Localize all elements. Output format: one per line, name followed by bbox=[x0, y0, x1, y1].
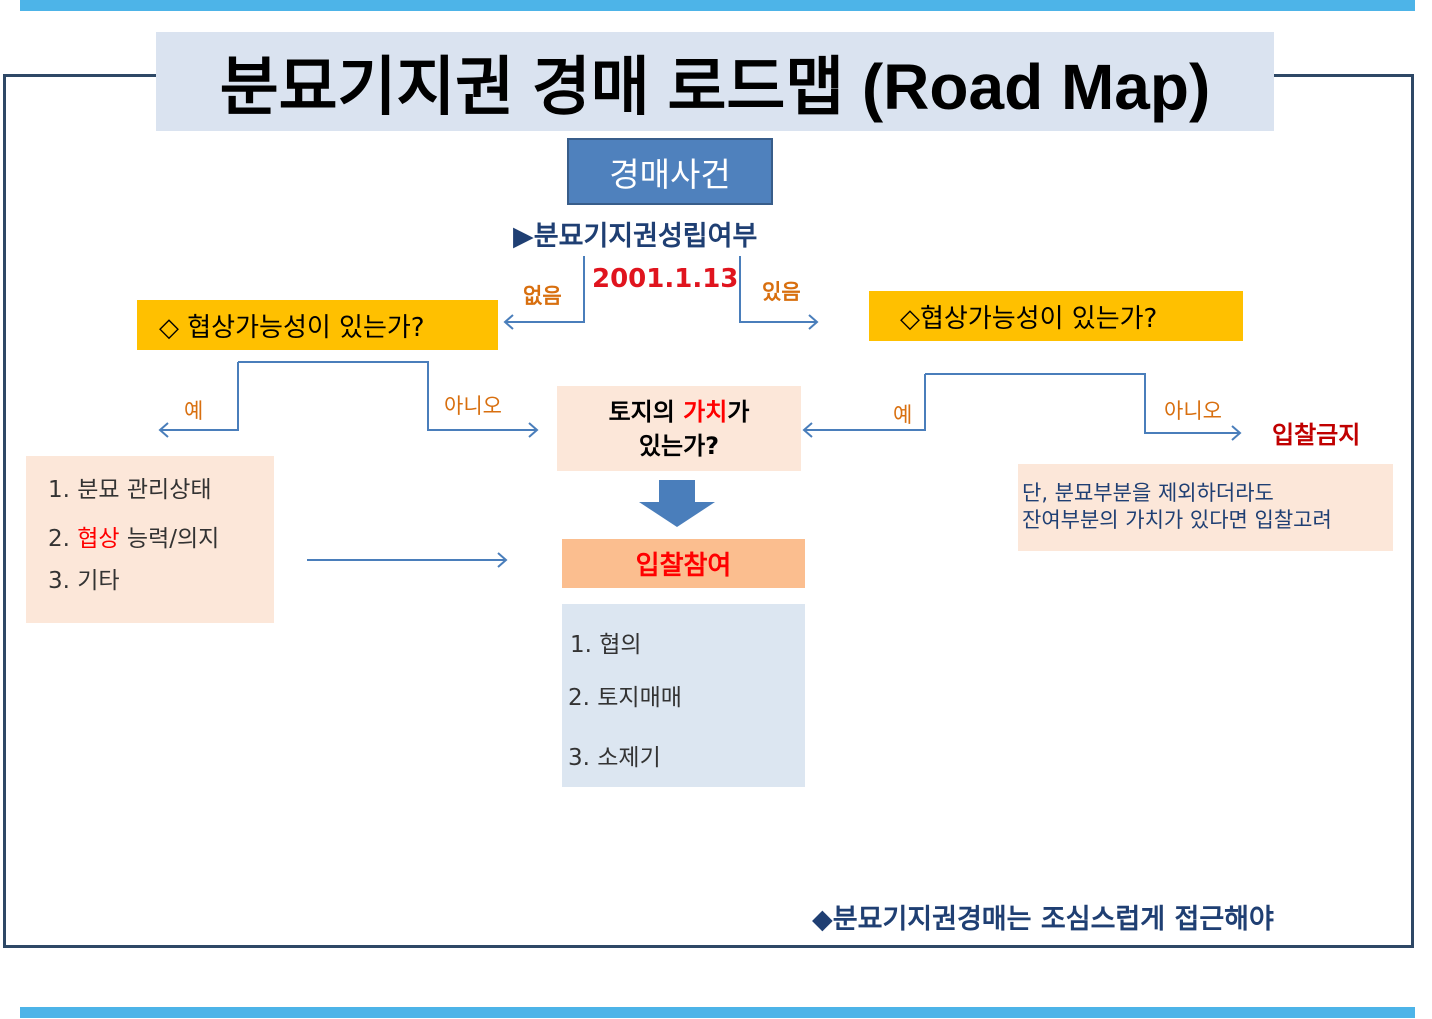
right-negotiation-text: ◇협상가능성이 있는가? bbox=[900, 303, 1158, 334]
cutoff-date: 2001.1.13 bbox=[592, 264, 739, 294]
connector-exists bbox=[739, 256, 817, 323]
right-negotiation-question: ◇협상가능성이 있는가? bbox=[869, 291, 1243, 341]
arrowhead-left-yes bbox=[158, 422, 169, 438]
list-item: 3. 소제기 bbox=[568, 745, 661, 771]
footer-caution: ◆분묘기지권경매는 조심스럽게 접근해야 bbox=[812, 904, 1274, 935]
connector-left-yes bbox=[160, 362, 239, 431]
arrowhead-none bbox=[503, 314, 514, 330]
negotiation-factors-list: 1. 분묘 관리상태 2. 협상 능력/의지 3. 기타 bbox=[26, 456, 274, 623]
bid-forbidden-label: 입찰금지 bbox=[1272, 421, 1361, 449]
connector-left-no bbox=[238, 361, 537, 431]
left-yes-label: 예 bbox=[184, 399, 204, 423]
list-item: 2. 협상 능력/의지 bbox=[48, 526, 220, 552]
connector-right-no bbox=[925, 373, 1240, 434]
list-item: 1. 협의 bbox=[570, 632, 642, 658]
page-title: 분묘기지권 경매 로드맵 (Road Map) bbox=[219, 50, 1211, 123]
bid-participate-label: 입찰참여 bbox=[635, 551, 732, 581]
connector-none bbox=[505, 256, 585, 323]
arrowhead-list bbox=[497, 552, 508, 568]
value-highlight: 가치 bbox=[683, 397, 728, 426]
branch-exists-label: 있음 bbox=[762, 280, 801, 304]
list-item: 2. 토지매매 bbox=[568, 685, 682, 711]
list-item: 3. 기타 bbox=[48, 568, 120, 594]
left-no-label: 아니오 bbox=[444, 394, 502, 418]
bottom-band bbox=[20, 1007, 1415, 1018]
title-box: 분묘기지권 경매 로드맵 (Road Map) bbox=[156, 32, 1274, 131]
note-line2: 잔여부분의 가치가 있다면 입찰고려 bbox=[1022, 508, 1332, 532]
top-band bbox=[20, 0, 1415, 11]
left-negotiation-text: ◇ 협상가능성이 있는가? bbox=[159, 312, 425, 343]
arrowhead-left-no bbox=[528, 422, 539, 438]
negotiation-highlight: 협상 bbox=[77, 526, 120, 552]
land-value-question: 토지의 가치가 있는가? bbox=[557, 386, 801, 471]
list-item: 1. 분묘 관리상태 bbox=[48, 477, 212, 503]
land-value-line1: 토지의 가치가 bbox=[608, 397, 750, 426]
exception-note: 단, 분묘부분을 제외하더라도 잔여부분의 가치가 있다면 입찰고려 bbox=[1018, 464, 1393, 551]
bid-participate-box: 입찰참여 bbox=[562, 539, 805, 588]
arrowhead-exists bbox=[808, 314, 819, 330]
auction-event-box: 경매사건 bbox=[567, 138, 773, 205]
bid-actions-list: 1. 협의 2. 토지매매 3. 소제기 bbox=[562, 604, 805, 787]
auction-event-label: 경매사건 bbox=[609, 154, 731, 194]
branch-none-label: 없음 bbox=[523, 284, 562, 308]
down-arrow-icon bbox=[639, 480, 715, 527]
note-line1: 단, 분묘부분을 제외하더라도 bbox=[1022, 481, 1274, 505]
right-yes-label: 예 bbox=[893, 403, 913, 427]
establishment-check-label: ▶분묘기지권성립여부 bbox=[513, 221, 758, 252]
land-value-line2: 있는가? bbox=[638, 431, 720, 460]
arrowhead-right-no bbox=[1231, 425, 1242, 441]
left-negotiation-question: ◇ 협상가능성이 있는가? bbox=[137, 300, 498, 350]
arrowhead-right-yes bbox=[802, 422, 813, 438]
connector-right-yes bbox=[804, 374, 926, 431]
right-no-label: 아니오 bbox=[1164, 399, 1222, 423]
